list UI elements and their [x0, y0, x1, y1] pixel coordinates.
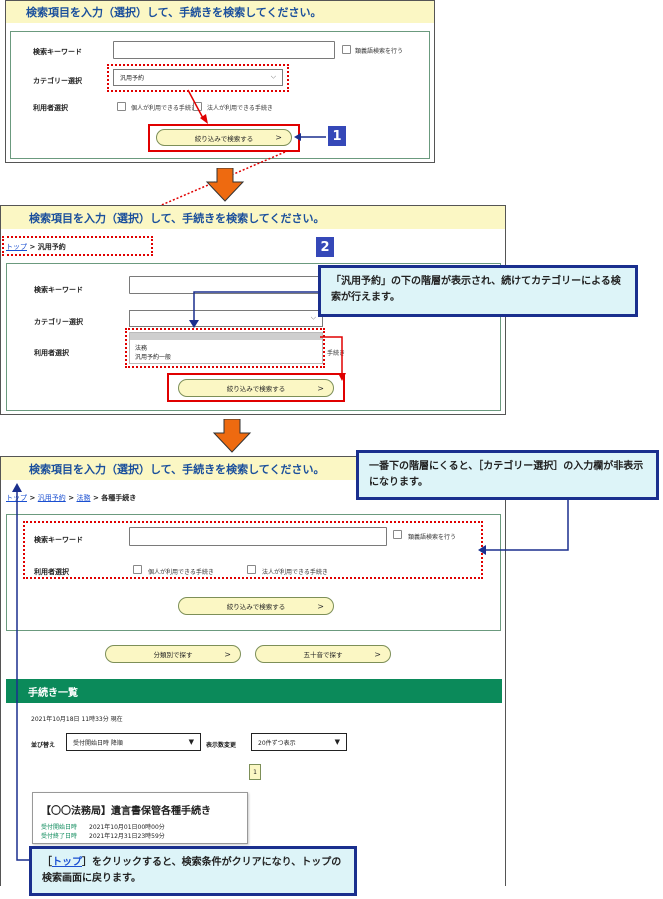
- screen3-form: 検索キーワード 類義語検索を行う 利用者選択 個人が利用できる手続き 法人が利用…: [6, 514, 501, 631]
- screen1-red-arrow: [187, 89, 208, 124]
- card-end-value: 2021年12月31日23時59分: [89, 833, 165, 840]
- dropdown-option[interactable]: 法務: [135, 345, 148, 352]
- triangle-down-icon: ▼: [188, 738, 194, 746]
- keyword-label: 検索キーワード: [34, 286, 83, 294]
- breadcrumb-top-link[interactable]: トップ: [6, 243, 27, 251]
- screen3-panel: 検索項目を入力（選択）して、手続きを検索してください。 トップ > 汎用予約 >…: [0, 456, 506, 886]
- user-label: 利用者選択: [34, 568, 69, 576]
- step-badge-2: 2: [316, 237, 334, 257]
- chevron-right-icon: >: [317, 601, 324, 611]
- hidden-user-text: 手続き: [327, 350, 346, 357]
- search-button[interactable]: 絞り込みで検索する >: [156, 129, 292, 146]
- callout-screen2: 「汎用予約」の下の階層が表示され、続けてカテゴリーによる検索が行えます。: [318, 265, 638, 317]
- individual-label: 個人が利用できる手続き: [148, 569, 214, 576]
- card-start-label: 受付開始日時: [41, 824, 78, 831]
- breadcrumb-link[interactable]: 汎用予約: [37, 494, 66, 502]
- screen1-header: 検索項目を入力（選択）して、手続きを検索してください。: [6, 1, 434, 23]
- dropdown-list[interactable]: 法務 汎用予約一般: [129, 332, 323, 364]
- triangle-down-icon: ▼: [334, 738, 340, 746]
- form-highlight: [23, 521, 483, 579]
- keyword-input[interactable]: [113, 41, 335, 59]
- corporate-label: 法人が利用できる手続き: [262, 569, 328, 576]
- category-label: カテゴリー選択: [34, 318, 83, 326]
- chevron-down-icon: ⌵: [270, 72, 276, 81]
- user-label: 利用者選択: [33, 104, 68, 112]
- search-button[interactable]: 絞り込みで検索する >: [178, 379, 334, 397]
- chevron-right-icon: >: [317, 383, 324, 393]
- breadcrumb-link[interactable]: 法務: [76, 494, 91, 502]
- chevron-right-icon: >: [224, 649, 231, 659]
- user-label: 利用者選択: [34, 349, 69, 357]
- screen1-form: 検索キーワード 類義語検索を行う カテゴリー選択 汎用予約 ⌵ 利用者選択 個人…: [10, 31, 430, 159]
- count-label: 表示数変更: [206, 742, 237, 749]
- procedure-list-title: 手続き一覧: [6, 679, 502, 703]
- orange-down-arrow-icon: [212, 419, 252, 453]
- corporate-label: 法人が利用できる手続き: [207, 105, 273, 112]
- breadcrumb-highlight: [2, 236, 153, 256]
- synonym-label: 類義語検索を行う: [408, 534, 457, 541]
- breadcrumb: トップ > 汎用予約: [6, 243, 66, 251]
- dropdown-option[interactable]: 汎用予約一般: [135, 354, 172, 361]
- chevron-down-icon: ⌵: [310, 313, 316, 322]
- card-start-value: 2021年10月01日00時00分: [89, 824, 165, 831]
- count-select[interactable]: 20件ずつ表示 ▼: [251, 733, 347, 751]
- category-value: 汎用予約: [120, 75, 145, 82]
- synonym-checkbox[interactable]: [393, 530, 402, 539]
- category-select[interactable]: ⌵: [129, 310, 323, 327]
- callout2-arrow: [189, 291, 320, 328]
- sort-label: 並び替え: [31, 742, 56, 749]
- breadcrumb-current: 各種手続き: [101, 494, 137, 502]
- search-button-highlight: [167, 373, 345, 402]
- callout-top-link-text: トップ: [52, 857, 82, 868]
- individual-label: 個人が利用できる手続き: [131, 105, 197, 112]
- individual-checkbox[interactable]: [117, 102, 126, 111]
- badge1-arrow: [294, 133, 326, 141]
- keyword-input[interactable]: [129, 527, 387, 546]
- callout-top-link: ［トップ］をクリックすると、検索条件がクリアになり、トップの検索画面に戻ります。: [29, 846, 357, 896]
- card-end-label: 受付終了日時: [41, 833, 78, 840]
- screen2-red-arrow: [320, 336, 346, 381]
- browse-by-category-button[interactable]: 分類別で探す >: [105, 645, 241, 663]
- synonym-label: 類義語検索を行う: [355, 48, 404, 55]
- chevron-right-icon: >: [374, 649, 381, 659]
- category-highlight: [107, 64, 289, 92]
- category-label: カテゴリー選択: [33, 77, 82, 85]
- callout3-arrow: [478, 500, 569, 555]
- dropdown-highlight: [125, 328, 325, 368]
- browse-by-kana-button[interactable]: 五十音で探す >: [255, 645, 391, 663]
- chevron-right-icon: >: [275, 133, 282, 142]
- screen1-panel: 検索項目を入力（選択）して、手続きを検索してください。 検索キーワード 類義語検…: [5, 0, 435, 163]
- search-button[interactable]: 絞り込みで検索する >: [178, 597, 334, 615]
- search-button-highlight: [148, 124, 300, 152]
- step-badge-1: 1: [328, 126, 346, 146]
- sort-select[interactable]: 受付開始日時 降順 ▼: [66, 733, 201, 751]
- keyword-label: 検索キーワード: [33, 48, 82, 56]
- orange-down-arrow-icon: [205, 168, 245, 202]
- procedure-card[interactable]: 【〇〇法務局】遺言書保管各種手続き 受付開始日時 2021年10月01日00時0…: [32, 792, 248, 844]
- screen2-header: 検索項目を入力（選択）して、手続きを検索してください。: [1, 206, 505, 229]
- page-button-1[interactable]: 1: [249, 764, 261, 780]
- callout-category-hidden: 一番下の階層にくると、［カテゴリー選択］の入力欄が非表示になります。: [356, 450, 659, 500]
- timestamp: 2021年10月18日 11時33分 現在: [31, 716, 123, 723]
- synonym-checkbox[interactable]: [342, 45, 351, 54]
- individual-checkbox[interactable]: [133, 565, 142, 574]
- callout-top-link-arrow: [12, 483, 29, 861]
- breadcrumb-current: 汎用予約: [37, 243, 66, 251]
- category-select[interactable]: 汎用予約 ⌵: [113, 69, 283, 86]
- card-title: 【〇〇法務局】遺言書保管各種手続き: [41, 806, 211, 817]
- keyword-label: 検索キーワード: [34, 536, 83, 544]
- corporate-checkbox[interactable]: [247, 565, 256, 574]
